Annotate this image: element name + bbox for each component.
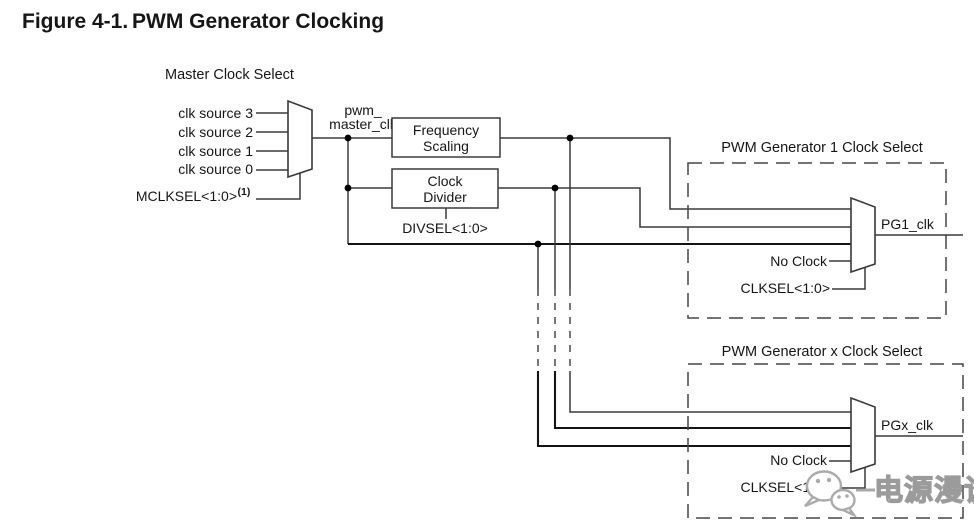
master-clock-select-label: Master Clock Select	[165, 67, 294, 83]
wechat-icon	[805, 470, 843, 502]
pwm-gen1-mux	[850, 196, 876, 274]
master-clock-mux	[287, 99, 313, 179]
watermark: 电源漫谈	[804, 470, 974, 518]
figure-number: Figure 4-1.	[22, 10, 128, 33]
clock-divider-label-1: Clock	[427, 173, 463, 189]
junction-dot	[551, 184, 559, 192]
generator-x-feed-wiring	[536, 138, 851, 448]
divided-clock-wire	[498, 187, 851, 228]
mclksel-label: MCLKSEL<1:0>	[136, 188, 237, 204]
divsel-label: DIVSEL<1:0>	[402, 220, 488, 236]
genx-clksel-wire	[832, 468, 866, 489]
frequency-scaling-label-1: Frequency	[413, 122, 479, 138]
clock-divider-label-2: Divider	[423, 189, 467, 205]
clk-source-inputs: clk source 3 clk source 2 clk source 1 c…	[178, 105, 288, 177]
pwm-genx-title: PWM Generator x Clock Select	[722, 344, 923, 360]
watermark-text: 电源漫谈	[874, 474, 974, 507]
frequency-scaling-label-2: Scaling	[423, 138, 469, 154]
wechat-icon-eye	[815, 478, 821, 484]
junction-dot	[566, 134, 574, 142]
clock-divider-output-wiring	[498, 187, 851, 228]
drop1-to-mux	[569, 371, 851, 413]
clk-source-0-label: clk source 0	[178, 161, 253, 177]
pwm-gen1-mux-group: No Clock CLKSEL<1:0> PG1_clk	[740, 196, 963, 296]
wechat-icon-eye	[837, 495, 841, 499]
junction-dot	[344, 184, 352, 192]
pwm-gen1-title: PWM Generator 1 Clock Select	[721, 140, 922, 156]
pwm-gen1-boundary	[687, 162, 947, 319]
pwm-master-clk-label-2: master_clk	[329, 116, 398, 132]
pwm-genx-mux	[850, 396, 876, 474]
clk-source-3-label: clk source 3	[178, 105, 253, 121]
drop2-to-mux	[553, 371, 851, 430]
pg1-clk-label: PG1_clk	[881, 216, 935, 232]
frequency-scaling-output-wiring	[500, 137, 851, 210]
drop3-to-mux	[536, 371, 851, 448]
figure-title: PWM Generator Clocking	[132, 10, 384, 33]
mclksel-select: MCLKSEL<1:0> (1)	[136, 173, 301, 204]
clk-source-2-label: clk source 2	[178, 124, 253, 140]
mclksel-footnote: (1)	[238, 186, 251, 198]
wechat-icon-tail	[839, 506, 858, 518]
gen1-clksel-wire	[832, 268, 866, 290]
clk-source-1-label: clk source 1	[178, 143, 253, 159]
mclksel-wire	[256, 173, 301, 200]
freq-scaled-clock-wire	[500, 137, 851, 210]
pwm-genx-boundary	[687, 363, 964, 519]
gen1-clksel-label: CLKSEL<1:0>	[740, 280, 830, 296]
junction-dots	[344, 134, 574, 248]
wechat-icon-tail	[804, 495, 822, 508]
junction-dot	[344, 134, 352, 142]
gen1-no-clock-label: No Clock	[770, 253, 828, 269]
junction-dot	[534, 240, 542, 248]
pwm-master-clk-label-1: pwm_	[344, 102, 382, 118]
pgx-clk-label: PGx_clk	[881, 417, 934, 433]
genx-no-clock-label: No Clock	[770, 452, 828, 468]
frequency-scaling-block	[391, 117, 501, 158]
wechat-icon-eye	[826, 477, 832, 483]
wechat-icon-small-bubble	[830, 488, 856, 512]
wechat-icon-eye	[845, 494, 849, 498]
